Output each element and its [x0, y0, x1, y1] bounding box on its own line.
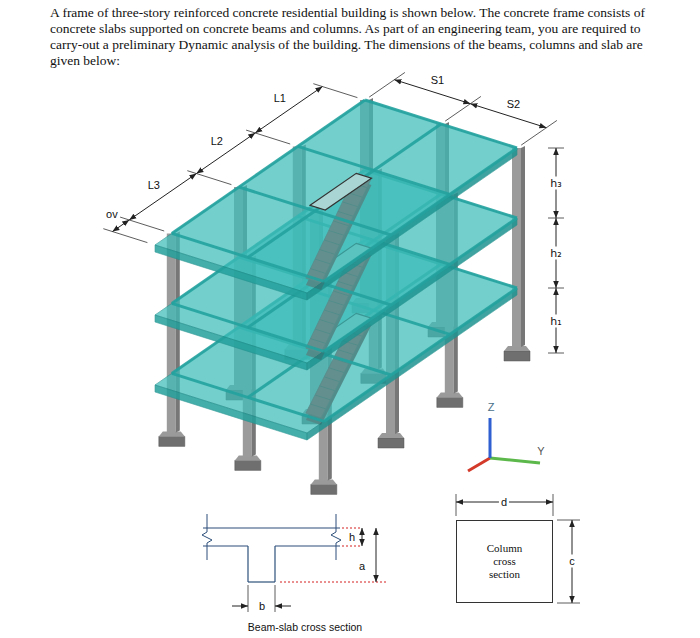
break-symbol [331, 514, 341, 560]
column-side [176, 231, 180, 432]
column-footing [311, 484, 337, 494]
dimension-line [129, 174, 196, 220]
column [504, 146, 530, 361]
dimension-line [255, 87, 322, 133]
axis-label: Z [488, 401, 495, 414]
axis-triad [468, 418, 540, 471]
dimension-label: h₁ [548, 314, 563, 327]
extension-line [553, 494, 554, 516]
beam-line [172, 373, 324, 421]
y-axis [490, 458, 540, 463]
dimension-arrow [232, 606, 248, 607]
section-outline [247, 546, 248, 582]
section-box: Column cross section [456, 520, 553, 603]
dimension-label: L2 [209, 135, 225, 148]
extension-line [120, 217, 164, 231]
extension-line [246, 130, 290, 144]
dimension-arrow [275, 606, 291, 607]
break-symbol [202, 514, 212, 560]
dimension-label: L1 [272, 91, 288, 104]
dimension-label: h₂ [548, 247, 563, 260]
column-shaft [512, 148, 521, 347]
axis-label: Y [537, 445, 544, 458]
extension-line [248, 585, 249, 612]
column-footing [235, 460, 261, 470]
z-axis [489, 418, 492, 458]
column-footing [159, 436, 185, 446]
extension-line [103, 229, 147, 243]
section-caption: Beam-slab cross section [248, 621, 362, 634]
beam-line [248, 124, 441, 257]
column-footing [378, 438, 404, 448]
dimension-label: d [499, 496, 509, 509]
extension-line [445, 96, 481, 121]
dimension-line [196, 133, 255, 174]
dimension-label: b [259, 600, 265, 613]
problem-statement: A frame of three-story reinforced concre… [50, 5, 656, 69]
stair-opening [310, 173, 371, 210]
slab-edge [307, 148, 517, 300]
dimension-label: S2 [505, 97, 522, 110]
extension-line [275, 585, 276, 612]
dimension-label: h [349, 531, 355, 544]
extension-line [456, 494, 457, 516]
extension-line [313, 84, 357, 98]
section-outline [274, 546, 275, 582]
extension-line [557, 603, 580, 604]
dimension-group [103, 72, 564, 353]
dimension-line [376, 528, 377, 582]
dotted-guide [342, 528, 362, 529]
section-outline [203, 527, 340, 528]
dimension-label: L3 [146, 178, 162, 191]
dimension-line [112, 220, 129, 232]
column-footing [437, 397, 463, 407]
beam-line [172, 303, 324, 351]
section-outline [248, 581, 275, 582]
column-shaft [167, 233, 176, 432]
dimension-label: ov [104, 207, 120, 220]
column [159, 231, 185, 446]
dimension-label: c [567, 555, 577, 568]
extension-line [187, 171, 231, 185]
beam-line [172, 100, 365, 233]
dotted-guide [342, 546, 362, 547]
floor-slab [155, 100, 517, 300]
dimension-label: h₃ [548, 177, 563, 190]
section-outline [275, 545, 340, 546]
beam-slab-section [202, 514, 386, 612]
floor-group [155, 100, 517, 440]
dotted-guide [280, 582, 386, 583]
column-section-dims [456, 494, 580, 603]
column-side [521, 146, 525, 347]
column-footing [504, 351, 530, 361]
dimension-label: a [359, 560, 365, 573]
extension-line [369, 72, 405, 97]
x-axis [468, 458, 490, 471]
beam-line [324, 148, 517, 281]
dimension-label: S1 [429, 73, 446, 86]
extension-line [521, 120, 557, 145]
section-title: Column cross section [478, 542, 532, 581]
extension-line [557, 520, 580, 521]
beam-line [172, 233, 324, 281]
section-outline [203, 545, 248, 546]
dimension-line [362, 528, 363, 546]
